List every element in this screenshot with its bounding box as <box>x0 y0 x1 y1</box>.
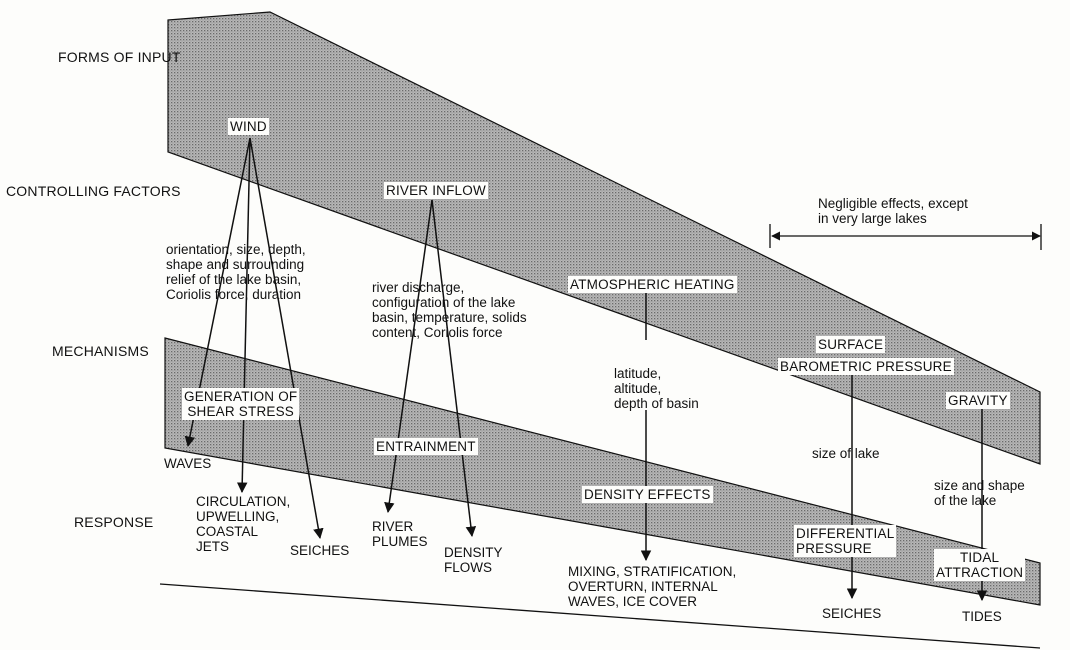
mechanism-density-effects: DENSITY EFFECTS <box>582 486 713 503</box>
mechanism-tidal-attraction: TIDAL ATTRACTION <box>934 549 1026 581</box>
bottom-baseline <box>159 583 1041 649</box>
response-tides: TIDES <box>962 609 1002 624</box>
factor-gravity: size and shape of the lake <box>934 478 1025 508</box>
row-label-forms-of-input: FORMS OF INPUT <box>58 49 181 65</box>
arrow-river-to-plumes <box>384 199 433 514</box>
response-mixing: MIXING, STRATIFICATION, OVERTURN, INTERN… <box>568 564 737 609</box>
arrow-wind-to-seiches <box>249 137 324 540</box>
row-label-mechanisms: MECHANISMS <box>52 343 149 359</box>
input-gravity: GRAVITY <box>946 392 1010 409</box>
mechanism-differential-pressure: DIFFERENTIAL PRESSURE <box>794 525 897 557</box>
input-surface-label: SURFACE <box>816 336 886 353</box>
response-density-flows: DENSITY FLOWS <box>444 545 503 575</box>
response-river-plumes: RIVER PLUMES <box>372 519 428 549</box>
response-waves: WAVES <box>164 456 212 471</box>
input-barometric-pressure: BAROMETRIC PRESSURE <box>778 358 954 375</box>
arrow-river-to-density-flows <box>431 199 477 538</box>
arrow-wind-to-circulation <box>236 137 251 494</box>
input-atmospheric-heating: ATMOSPHERIC HEATING <box>568 276 737 293</box>
mechanism-shear-stress: GENERATION OF SHEAR STRESS <box>182 388 300 420</box>
negligible-effects-note: Negligible effects, except in very large… <box>818 196 968 226</box>
factor-heating: latitude, altitude, depth of basin <box>614 366 699 411</box>
input-river-inflow: RIVER INFLOW <box>384 182 488 199</box>
factor-wind: orientation, size, depth, shape and surr… <box>166 242 306 302</box>
mechanism-entrainment: ENTRAINMENT <box>374 438 478 455</box>
response-circulation: CIRCULATION, UPWELLING, COASTAL JETS <box>196 494 291 554</box>
row-label-response: RESPONSE <box>74 514 154 530</box>
response-seiches-pressure: SEICHES <box>822 606 882 621</box>
row-label-controlling-factors: CONTROLLING FACTORS <box>6 183 181 199</box>
factor-river: river discharge, configuration of the la… <box>372 280 527 340</box>
response-seiches-wind: SEICHES <box>290 543 350 558</box>
factor-pressure: size of lake <box>812 446 880 461</box>
input-wind: WIND <box>228 118 269 135</box>
